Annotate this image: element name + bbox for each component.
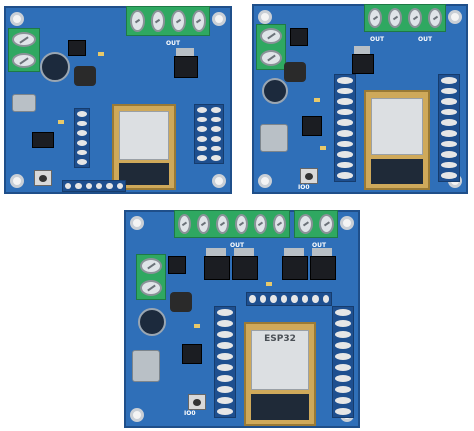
usb-serial-ic <box>32 132 54 148</box>
screw-terminal[interactable] <box>140 258 162 274</box>
silk-label-out: OUT <box>166 40 181 47</box>
relay-board-2: OUT OUT IO0 <box>252 4 468 194</box>
output-terminal[interactable] <box>174 210 290 238</box>
power-terminal[interactable] <box>136 254 166 300</box>
silk-label-out: OUT <box>312 242 327 249</box>
inductor <box>74 66 96 86</box>
micro-usb-port[interactable] <box>12 94 36 112</box>
pin-header-left <box>74 108 90 168</box>
silk-label-io0: IO0 <box>298 184 310 191</box>
regulator-ic <box>68 40 86 56</box>
usb-c-port[interactable] <box>260 124 288 152</box>
smd-component <box>194 324 200 328</box>
reset-button[interactable] <box>34 170 52 186</box>
boot-button[interactable] <box>300 168 318 184</box>
screw-terminal[interactable] <box>216 214 229 234</box>
regulator-ic <box>168 256 186 274</box>
screw-terminal[interactable] <box>298 214 313 234</box>
esp32-module: ESP32 <box>244 322 316 426</box>
screw-terminal[interactable] <box>12 53 36 68</box>
relay-board-1: OUT <box>4 6 232 194</box>
smd-component <box>98 52 104 56</box>
wifi-module <box>112 104 176 190</box>
pin-header-bottom <box>62 180 126 192</box>
mosfet <box>174 56 198 78</box>
mount-hole <box>258 174 272 188</box>
electrolytic-capacitor <box>262 78 288 104</box>
smd-component <box>314 98 320 102</box>
usb-serial-ic <box>302 116 322 136</box>
mosfet-tab <box>284 248 304 256</box>
boot-button[interactable] <box>188 394 206 410</box>
screw-terminal[interactable] <box>178 214 191 234</box>
mount-hole <box>340 216 354 230</box>
mosfet <box>352 54 374 74</box>
inductor <box>284 62 306 82</box>
screw-terminal[interactable] <box>150 10 165 32</box>
screw-terminal[interactable] <box>140 280 162 296</box>
power-terminal[interactable] <box>256 24 286 70</box>
pin-header-left <box>214 306 236 418</box>
mount-hole <box>10 12 24 26</box>
mosfet <box>204 256 230 280</box>
screw-terminal[interactable] <box>260 28 282 44</box>
output-terminal[interactable] <box>364 4 446 32</box>
screw-terminal[interactable] <box>171 10 186 32</box>
screw-terminal[interactable] <box>197 214 210 234</box>
screw-terminal[interactable] <box>130 10 145 32</box>
smd-component <box>58 120 64 124</box>
mount-hole <box>448 10 462 24</box>
screw-terminal[interactable] <box>388 8 402 28</box>
smd-component <box>266 282 272 286</box>
output-terminal[interactable] <box>126 6 210 36</box>
screw-terminal[interactable] <box>254 214 267 234</box>
pin-header-right <box>438 74 460 182</box>
screw-terminal[interactable] <box>368 8 382 28</box>
power-terminal[interactable] <box>8 28 40 72</box>
mosfet-tab <box>354 46 370 54</box>
mount-hole <box>130 408 144 422</box>
screw-terminal[interactable] <box>319 214 334 234</box>
mosfet <box>282 256 308 280</box>
silk-label-out: OUT <box>418 36 433 43</box>
regulator-ic <box>290 28 308 46</box>
mosfet-tab <box>312 248 332 256</box>
output-terminal-extra[interactable] <box>294 210 338 238</box>
silk-label-out: OUT <box>370 36 385 43</box>
silk-label-io0: IO0 <box>184 410 196 417</box>
screw-terminal[interactable] <box>235 214 248 234</box>
relay-board-3: OUT OUT IO0 ESP32 <box>124 210 360 428</box>
pin-header-right <box>194 104 224 164</box>
screw-terminal[interactable] <box>12 32 36 47</box>
mount-hole <box>212 12 226 26</box>
esp32-module <box>364 90 430 190</box>
mosfet-tab <box>234 248 254 256</box>
screw-terminal[interactable] <box>191 10 206 32</box>
screw-terminal[interactable] <box>408 8 422 28</box>
mosfet-tab <box>206 248 226 256</box>
screw-terminal[interactable] <box>260 50 282 66</box>
mount-hole <box>10 174 24 188</box>
mount-hole <box>212 174 226 188</box>
smd-component <box>320 146 326 150</box>
mount-hole <box>258 10 272 24</box>
electrolytic-capacitor <box>138 308 166 336</box>
pin-header-left <box>334 74 356 182</box>
pin-header-top <box>246 292 332 306</box>
mount-hole <box>130 216 144 230</box>
screw-terminal[interactable] <box>428 8 442 28</box>
usb-serial-ic <box>182 344 202 364</box>
silk-label-out: OUT <box>230 242 245 249</box>
mosfet <box>310 256 336 280</box>
inductor <box>170 292 192 312</box>
usb-c-port[interactable] <box>132 350 160 382</box>
mosfet <box>232 256 258 280</box>
mosfet-tab <box>176 48 194 56</box>
electrolytic-capacitor <box>40 52 70 82</box>
pin-header-right <box>332 306 354 418</box>
screw-terminal[interactable] <box>273 214 286 234</box>
